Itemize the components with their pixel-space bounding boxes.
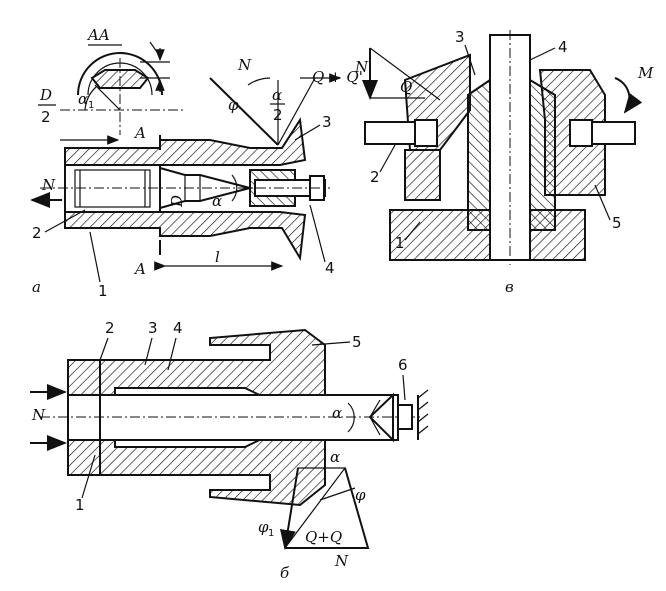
panel-v: N Q M 1 2 3 4 5 в — [354, 28, 654, 296]
panel-a: AA D 2 α 1 N D α A A — [30, 26, 363, 300]
part-3-a: 3 — [322, 113, 332, 131]
label-n-force-b: N — [334, 552, 349, 570]
label-alpha-a: α — [212, 192, 222, 210]
part-1-a: 1 — [98, 282, 108, 300]
label-n-b: N — [31, 406, 46, 424]
label-phi-a: φ — [228, 96, 239, 114]
section-aa-sketch — [60, 41, 185, 135]
part-5-v: 5 — [612, 214, 622, 232]
part-4-a: 4 — [325, 259, 335, 277]
label-alpha1-sub: 1 — [88, 100, 94, 111]
label-d-a: D — [168, 195, 186, 208]
caption-b: б — [280, 564, 290, 582]
part-2-a: 2 — [32, 224, 42, 242]
label-alpha-half-den: 2 — [273, 106, 283, 124]
label-m-v: M — [637, 64, 654, 82]
part-5-b: 5 — [352, 333, 362, 351]
caption-a: а — [32, 278, 41, 296]
label-phi1-sub-b: 1 — [268, 528, 274, 539]
label-n-a: N — [41, 176, 56, 194]
part-1-b: 1 — [75, 496, 85, 514]
label-alpha-b1: α — [332, 404, 342, 422]
label-n-v: N — [354, 58, 369, 76]
section-label-aa: AA — [86, 26, 110, 44]
part-3-b: 3 — [148, 319, 158, 337]
part-4-b: 4 — [173, 319, 183, 337]
label-section-a1: A — [133, 124, 146, 142]
caption-v: в — [505, 278, 514, 296]
part-6-b: 6 — [398, 356, 408, 374]
label-phi-b: φ — [355, 486, 366, 504]
label-phi1-b: φ — [258, 518, 269, 536]
label-section-a2: A — [133, 260, 146, 278]
label-n-force-a: N — [237, 56, 252, 74]
label-d-half-num: D — [39, 86, 52, 104]
label-alpha-b2: α — [330, 448, 340, 466]
label-q-v: Q — [400, 78, 412, 96]
part-2-v: 2 — [370, 168, 380, 186]
part-1-v: 1 — [395, 234, 405, 252]
label-qq-a: Q + Q' — [312, 68, 363, 86]
collet-body-a — [40, 117, 330, 262]
part-4-v: 4 — [558, 38, 568, 56]
label-d-half-den: 2 — [41, 108, 51, 126]
label-qq-b: Q+Q — [305, 528, 342, 546]
part-2-b: 2 — [105, 319, 115, 337]
panel-b: N α α φ φ 1 Q+Q N 1 2 3 4 5 6 б — [30, 319, 429, 582]
part-3-v: 3 — [455, 28, 465, 46]
label-alpha1: α — [78, 90, 88, 108]
label-l: l — [215, 248, 220, 266]
label-alpha-half-num: α — [272, 86, 282, 104]
